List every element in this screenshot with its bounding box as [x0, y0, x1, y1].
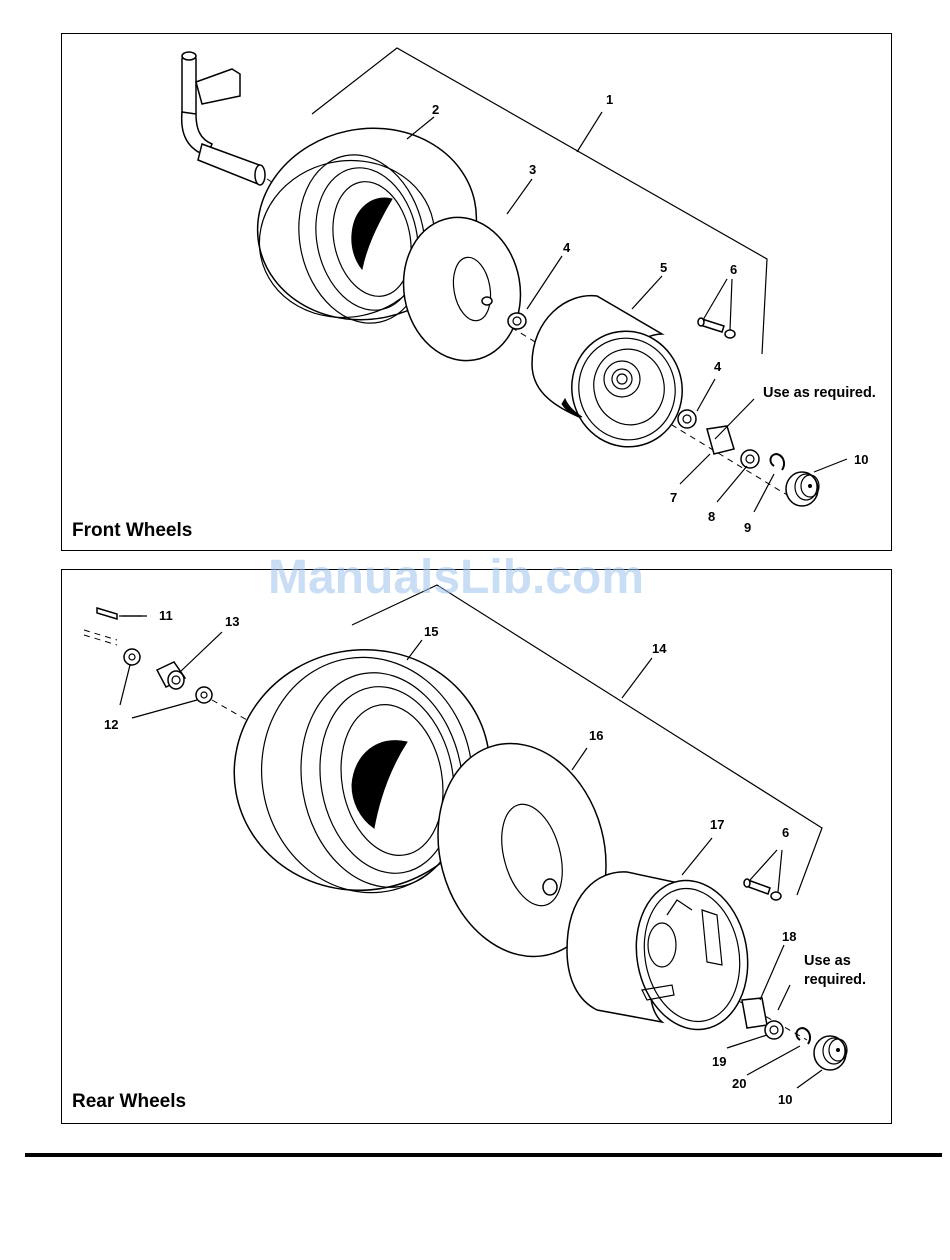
- rear-wheels-panel: 11 13 15 14 12 16 17 6 18 Use as require…: [61, 569, 892, 1124]
- rear-wheels-diagram: 11 13 15 14 12 16 17 6 18 Use as require…: [62, 570, 893, 1125]
- leader-3: [507, 179, 532, 214]
- leader-6c: [778, 850, 782, 892]
- callout-2: 2: [432, 102, 439, 117]
- callout-10: 10: [854, 452, 868, 467]
- rear-rim: [567, 872, 759, 1039]
- callout-20: 20: [732, 1076, 746, 1091]
- leader-4b: [697, 379, 715, 411]
- callout-6-rear: 6: [782, 825, 789, 840]
- leader-4a: [527, 256, 562, 309]
- leader-16: [572, 748, 587, 770]
- leader-17: [682, 838, 712, 875]
- front-rim: [532, 296, 695, 460]
- leader-13: [180, 632, 222, 672]
- leader-10-rear: [797, 1070, 822, 1088]
- front-valve-stem: [698, 318, 735, 338]
- watermark: ManualsLib.com: [268, 550, 644, 605]
- callout-9: 9: [744, 520, 751, 535]
- rear-use-as-note-line2: required.: [804, 972, 866, 988]
- leader-18: [760, 945, 784, 1000]
- leader-12a: [120, 665, 130, 705]
- leader-20: [747, 1046, 800, 1075]
- leader-6b: [703, 279, 727, 320]
- front-wheels-title: Front Wheels: [72, 520, 192, 542]
- callout-19: 19: [712, 1054, 726, 1069]
- rear-retaining-ring: [796, 1028, 810, 1044]
- front-spacer-left: [508, 313, 526, 329]
- rear-flat-washer: [765, 1021, 783, 1039]
- leader-7: [680, 454, 710, 484]
- rear-hub-cap: [814, 1036, 847, 1070]
- callout-11: 11: [159, 608, 173, 623]
- front-washer-plate: [707, 426, 734, 454]
- spindle-shaft: [182, 52, 265, 185]
- rear-washer-left: [124, 649, 140, 665]
- callout-12: 12: [104, 717, 118, 732]
- leader-15: [407, 640, 422, 660]
- rear-spacer: [157, 662, 185, 689]
- callout-18: 18: [782, 929, 796, 944]
- front-wheels-panel: 1 2 3 4 5 6 4 Use as required. 7 8 9 10 …: [61, 33, 892, 551]
- callout-17: 17: [710, 817, 724, 832]
- rear-key: [84, 608, 142, 645]
- callout-6: 6: [730, 262, 737, 277]
- leader-10: [814, 459, 847, 472]
- callout-1: 1: [606, 92, 613, 107]
- front-flat-washer: [741, 450, 759, 468]
- front-spacer-right: [678, 410, 696, 428]
- rear-valve-stem: [744, 879, 781, 900]
- front-hub-cap: [786, 472, 819, 506]
- leader-5: [632, 276, 662, 309]
- callout-14: 14: [652, 641, 667, 656]
- leader-1: [577, 112, 602, 152]
- callout-13: 13: [225, 614, 239, 629]
- callout-3: 3: [529, 162, 536, 177]
- front-wheels-diagram: 1 2 3 4 5 6 4 Use as required. 7 8 9 10: [62, 34, 893, 552]
- callout-10-rear: 10: [778, 1092, 792, 1107]
- bottom-rule: [25, 1153, 942, 1157]
- leader-12b: [132, 700, 197, 718]
- callout-15: 15: [424, 624, 438, 639]
- leader-6d: [750, 850, 777, 880]
- leader-19: [727, 1035, 767, 1048]
- callout-8: 8: [708, 509, 715, 524]
- leader-note-rear: [778, 985, 790, 1010]
- leader-2: [407, 117, 434, 139]
- front-use-as-required-note: Use as required.: [763, 385, 876, 401]
- leader-6a: [730, 279, 732, 330]
- rear-washer-plate: [742, 998, 767, 1028]
- callout-5: 5: [660, 260, 667, 275]
- rear-use-as-note-line1: Use as: [804, 953, 851, 969]
- callout-4a: 4: [563, 240, 571, 255]
- rear-washer-right: [196, 687, 212, 703]
- leader-note: [715, 399, 754, 439]
- leader-8: [717, 466, 747, 502]
- leader-14: [622, 658, 652, 698]
- callout-7: 7: [670, 490, 677, 505]
- leader-9: [754, 474, 774, 512]
- callout-4b: 4: [714, 359, 722, 374]
- front-retaining-ring: [770, 454, 784, 470]
- callout-16: 16: [589, 728, 603, 743]
- rear-wheels-title: Rear Wheels: [72, 1091, 186, 1113]
